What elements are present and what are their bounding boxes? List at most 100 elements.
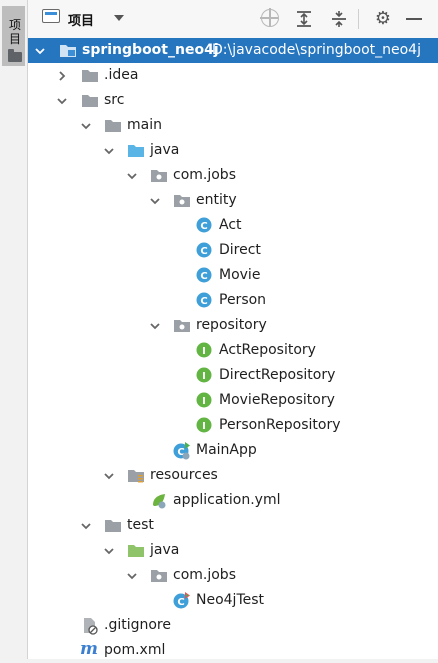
- test-com-jobs-package-label: com.jobs: [173, 567, 236, 583]
- chevron-down-icon[interactable]: [56, 95, 68, 107]
- tree-row-class-movie[interactable]: C Movie: [28, 263, 438, 288]
- tree-row-neo4j-test[interactable]: C Neo4jTest: [28, 588, 438, 613]
- tree-row-main-java[interactable]: java: [28, 138, 438, 163]
- locate-file-icon[interactable]: [260, 8, 279, 27]
- project-root-label: springboot_neo4j: [82, 42, 219, 58]
- class-label: Act: [219, 217, 242, 233]
- tree-row-class-direct[interactable]: C Direct: [28, 238, 438, 263]
- interface-icon: I: [196, 367, 212, 383]
- chevron-down-icon[interactable]: [114, 15, 124, 21]
- repository-package-label: repository: [196, 317, 267, 333]
- main-app-label: MainApp: [196, 442, 257, 458]
- svg-text:C: C: [177, 597, 184, 608]
- interface-label: PersonRepository: [219, 417, 341, 433]
- folder-icon: [104, 117, 121, 133]
- chevron-down-icon[interactable]: [149, 320, 161, 332]
- interface-label: ActRepository: [219, 342, 316, 358]
- tree-row-gitignore[interactable]: .gitignore: [28, 613, 438, 638]
- view-selector-label[interactable]: 项目: [68, 14, 95, 29]
- class-label: Person: [219, 292, 267, 308]
- tree-row-test-java[interactable]: java: [28, 538, 438, 563]
- collapse-all-icon[interactable]: [329, 9, 349, 29]
- tree-row-pom-xml[interactable]: m pom.xml: [28, 638, 438, 663]
- test-source-folder-icon: [127, 542, 144, 558]
- entity-package-label: entity: [196, 192, 237, 208]
- source-folder-icon: [127, 142, 144, 158]
- runnable-class-icon: C: [173, 442, 190, 460]
- project-root-path: D:\javacode\springboot_neo4j: [212, 42, 421, 58]
- tree-row-class-act[interactable]: C Act: [28, 213, 438, 238]
- tree-row-entity[interactable]: entity: [28, 188, 438, 213]
- tree-row-repository[interactable]: repository: [28, 313, 438, 338]
- chevron-down-icon[interactable]: [80, 120, 92, 132]
- com-jobs-package-label: com.jobs: [173, 167, 236, 183]
- tree-row-project-root[interactable]: springboot_neo4j D:\javacode\springboot_…: [28, 38, 438, 63]
- svg-text:C: C: [200, 271, 207, 282]
- svg-text:m: m: [80, 640, 98, 658]
- svg-text:C: C: [200, 221, 207, 232]
- svg-text:I: I: [202, 371, 206, 382]
- tree-row-resources[interactable]: resources: [28, 463, 438, 488]
- tree-row-com-jobs[interactable]: com.jobs: [28, 163, 438, 188]
- chevron-down-icon[interactable]: [34, 45, 46, 57]
- tree-row-main-app[interactable]: C MainApp: [28, 438, 438, 463]
- tree-row-test-com-jobs[interactable]: com.jobs: [28, 563, 438, 588]
- chevron-down-icon[interactable]: [80, 520, 92, 532]
- chevron-down-icon[interactable]: [103, 145, 115, 157]
- test-class-icon: C: [173, 592, 190, 609]
- tree-row-class-person[interactable]: C Person: [28, 288, 438, 313]
- toolbar-divider: [358, 9, 359, 29]
- test-folder-label: test: [127, 517, 154, 533]
- gear-icon[interactable]: ⚙: [374, 8, 392, 29]
- application-yml-label: application.yml: [173, 492, 281, 508]
- project-view-icon: [42, 9, 60, 23]
- module-folder-icon: [59, 42, 76, 58]
- folder-icon: [81, 92, 98, 108]
- tree-row-idea[interactable]: .idea: [28, 63, 438, 88]
- project-panel: 项目 ⚙ springboot_neo4j D:\javacode\spring…: [28, 0, 438, 659]
- src-folder-label: src: [104, 92, 125, 108]
- class-label: Direct: [219, 242, 261, 258]
- expand-all-icon[interactable]: [294, 9, 314, 29]
- class-icon: C: [196, 217, 212, 233]
- interface-icon: I: [196, 392, 212, 408]
- package-icon: [173, 192, 190, 208]
- interface-label: MovieRepository: [219, 392, 335, 408]
- chevron-right-icon[interactable]: [56, 70, 68, 82]
- tree-row-main[interactable]: main: [28, 113, 438, 138]
- resources-folder-icon: [127, 467, 144, 483]
- tree-row-interface-direct-repository[interactable]: I DirectRepository: [28, 363, 438, 388]
- chevron-down-icon[interactable]: [149, 195, 161, 207]
- folder-icon: [8, 49, 22, 62]
- idea-folder-label: .idea: [104, 67, 139, 83]
- package-icon: [150, 167, 167, 183]
- tree-row-application-yml[interactable]: application.yml: [28, 488, 438, 513]
- tree-row-interface-movie-repository[interactable]: I MovieRepository: [28, 388, 438, 413]
- tree-row-src[interactable]: src: [28, 88, 438, 113]
- class-icon: C: [196, 292, 212, 308]
- tree-row-interface-act-repository[interactable]: I ActRepository: [28, 338, 438, 363]
- gitignore-label: .gitignore: [104, 617, 171, 633]
- test-java-folder-label: java: [150, 542, 180, 558]
- tree-row-test[interactable]: test: [28, 513, 438, 538]
- svg-text:I: I: [202, 396, 206, 407]
- project-toolbar: 项目 ⚙: [28, 0, 438, 38]
- class-icon: C: [196, 242, 212, 258]
- minimize-icon[interactable]: [406, 18, 422, 20]
- package-icon: [173, 317, 190, 333]
- chevron-down-icon[interactable]: [103, 470, 115, 482]
- resources-folder-label: resources: [150, 467, 218, 483]
- main-folder-label: main: [127, 117, 162, 133]
- svg-text:C: C: [177, 447, 184, 458]
- svg-text:C: C: [200, 246, 207, 257]
- project-tool-window-tab[interactable]: 项目: [2, 6, 25, 66]
- chevron-down-icon[interactable]: [126, 170, 138, 182]
- project-tab-label: 项目: [8, 18, 21, 46]
- svg-text:I: I: [202, 421, 206, 432]
- pom-xml-label: pom.xml: [104, 642, 166, 658]
- tree-row-interface-person-repository[interactable]: I PersonRepository: [28, 413, 438, 438]
- chevron-down-icon[interactable]: [103, 545, 115, 557]
- maven-icon: m: [79, 639, 98, 659]
- tool-window-stripe: 项目: [0, 0, 28, 659]
- chevron-down-icon[interactable]: [126, 570, 138, 582]
